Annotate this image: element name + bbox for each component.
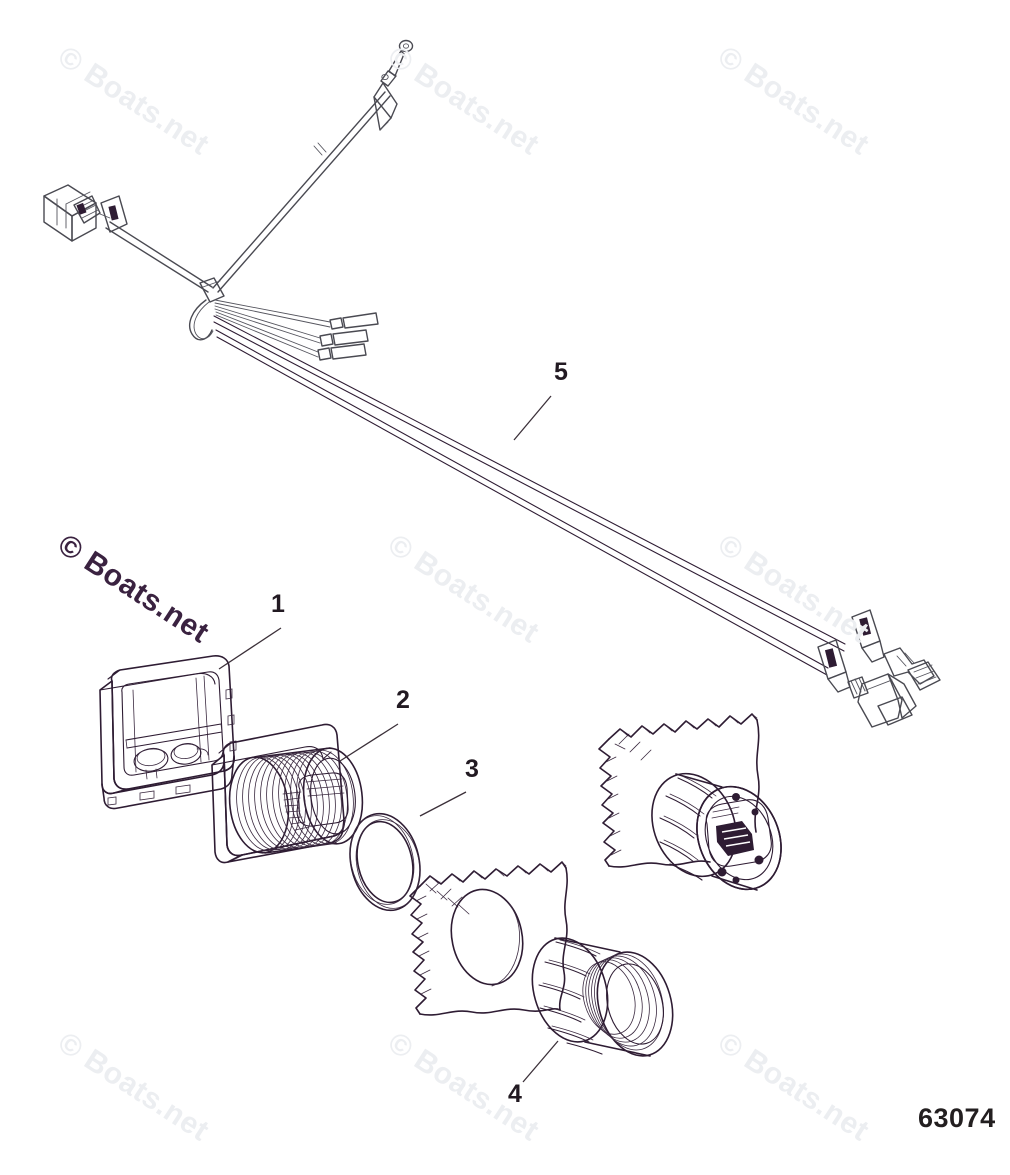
callout-leader-lines — [218, 395, 559, 1083]
harness-terminal-connector-a — [851, 609, 941, 691]
harness-plug-connector-left — [43, 184, 128, 242]
callout-number-5: 5 — [554, 358, 568, 386]
leader-line-2 — [339, 723, 399, 762]
connector-flange-body-art — [211, 723, 364, 864]
callout-number-1: 1 — [271, 590, 285, 618]
leader-line-1 — [218, 627, 282, 670]
callout-number-4: 4 — [508, 1080, 522, 1108]
callout-number-2: 2 — [396, 686, 410, 714]
o-ring-seal-art — [349, 812, 421, 912]
leader-line-4 — [522, 1040, 559, 1083]
assembled-view-group — [598, 713, 782, 891]
wiring-harness-group — [43, 39, 941, 728]
knurled-retaining-nut-art — [531, 937, 674, 1057]
callout-number-3: 3 — [465, 755, 479, 783]
diagram-id-label: 63074 — [918, 1103, 996, 1133]
threaded-barrel — [228, 747, 364, 854]
bullet-connector-leads — [214, 299, 379, 361]
harness-terminal-connector-b — [817, 639, 917, 728]
leader-line-5 — [513, 395, 552, 441]
ring-terminal — [373, 39, 414, 131]
harness-junction-tie — [188, 277, 225, 341]
leader-line-3 — [419, 791, 467, 817]
bezel-housing-frame-art — [99, 655, 237, 810]
